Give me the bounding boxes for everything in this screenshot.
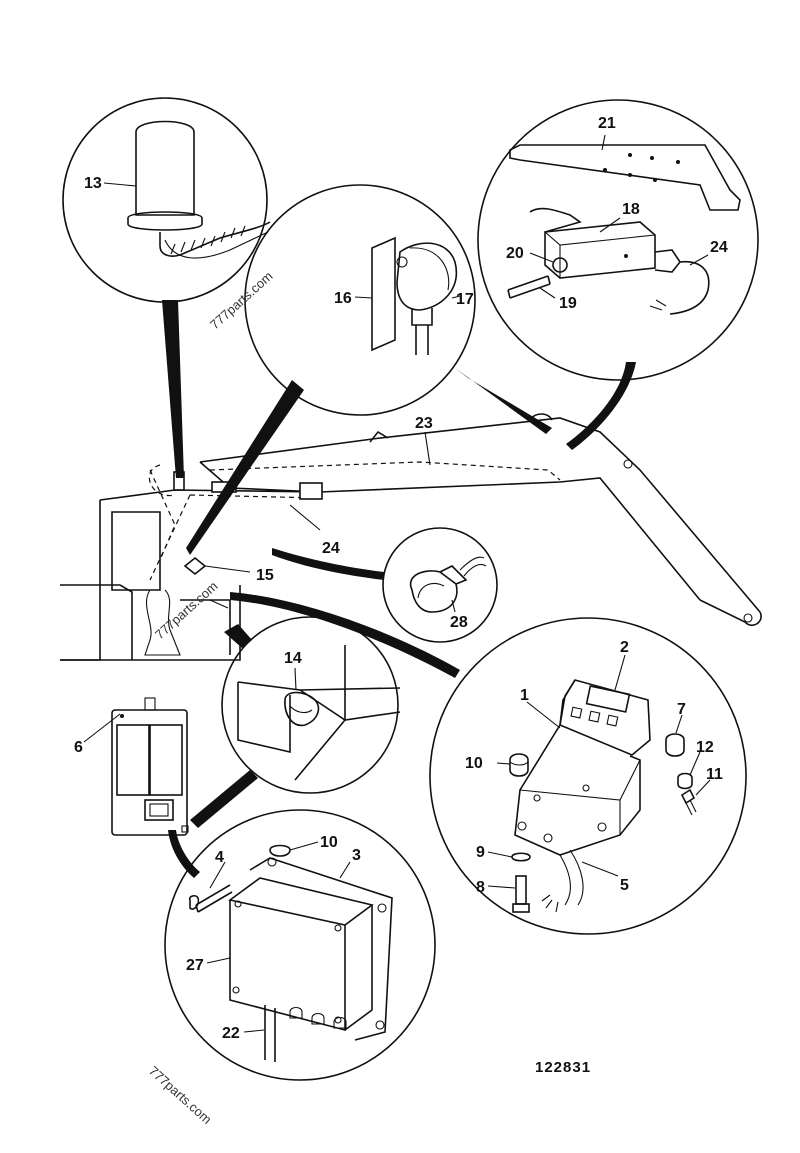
- callout-pointers: [162, 300, 636, 878]
- callout-21: 21: [598, 115, 616, 132]
- callout-6: 6: [74, 739, 83, 756]
- callout-1: 1: [520, 687, 529, 704]
- drawing-reference-number: 122831: [535, 1059, 591, 1076]
- callout-18: 18: [622, 201, 640, 218]
- callout-23: 23: [415, 415, 433, 432]
- detail-control-box-3-27: [164, 809, 436, 1081]
- callout-2: 2: [620, 639, 629, 656]
- cab-view-item-6: [111, 697, 189, 836]
- watermark-bottom: 777parts.com: [146, 1063, 215, 1127]
- callout-9: 9: [476, 844, 485, 861]
- callout-labels: 1 2 3 4 5 6 7 8 9 10 10 11 12 13 14 15 1…: [74, 115, 728, 1042]
- watermark-middle: 777parts.com: [152, 578, 221, 642]
- callout-24-sensor: 24: [710, 239, 728, 256]
- detail-sensor-18-24: [477, 99, 759, 381]
- callout-27: 27: [186, 957, 204, 974]
- callout-4: 4: [215, 849, 224, 866]
- callout-17: 17: [456, 291, 474, 308]
- callout-12: 12: [696, 739, 714, 756]
- callout-10-box: 10: [320, 834, 338, 851]
- callout-16: 16: [334, 290, 352, 307]
- callout-7: 7: [677, 701, 686, 718]
- callout-22: 22: [222, 1025, 240, 1042]
- detail-display-1-2: [429, 617, 747, 935]
- callout-13: 13: [84, 175, 102, 192]
- callout-5: 5: [620, 877, 629, 894]
- detail-lamp-28: [382, 527, 498, 643]
- callout-3: 3: [352, 847, 361, 864]
- watermark-top: 777parts.com: [207, 268, 276, 332]
- callout-8: 8: [476, 879, 485, 896]
- callout-19: 19: [559, 295, 577, 312]
- detail-lamp-16-17: [244, 184, 476, 416]
- callout-15: 15: [256, 567, 274, 584]
- callout-24-boom: 24: [322, 540, 340, 557]
- callout-10-display: 10: [465, 755, 483, 772]
- leader-lines: [83, 134, 711, 1033]
- detail-lamp-14: [221, 616, 401, 794]
- callout-14: 14: [284, 650, 302, 667]
- callout-11: 11: [706, 766, 723, 783]
- callout-20: 20: [506, 245, 524, 262]
- callout-28: 28: [450, 614, 468, 631]
- detail-beacon-13: [62, 97, 271, 303]
